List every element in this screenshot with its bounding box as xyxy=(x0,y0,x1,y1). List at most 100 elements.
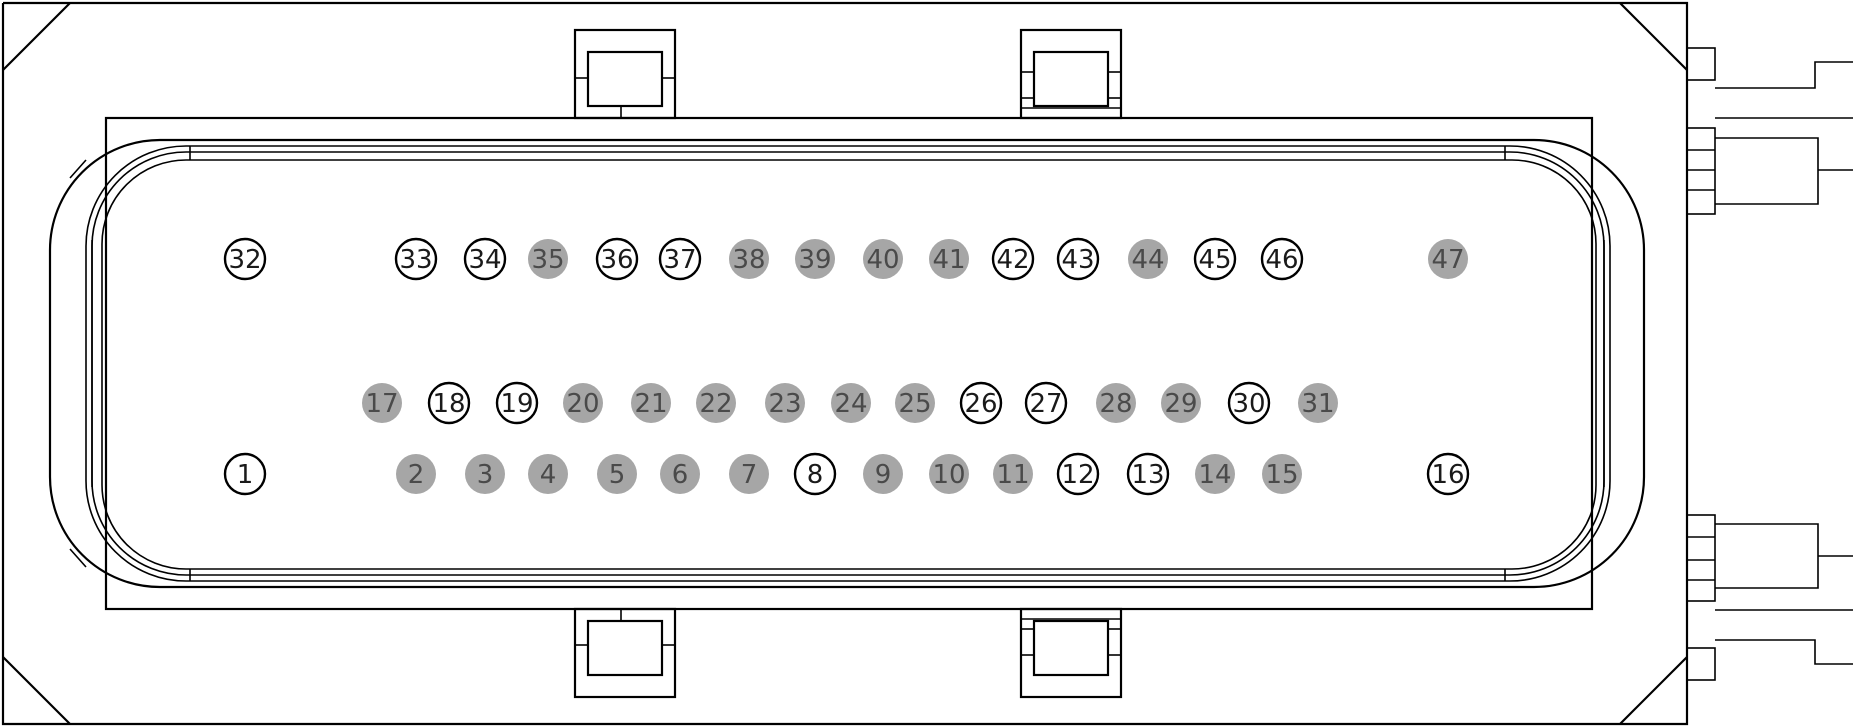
pin-label: 35 xyxy=(531,245,564,275)
pin-marker xyxy=(362,383,402,423)
pin-40: 40 xyxy=(863,239,903,279)
pin-marker xyxy=(396,454,436,494)
pin-label: 24 xyxy=(834,389,867,419)
pin-label: 34 xyxy=(468,245,501,275)
pin-15: 15 xyxy=(1262,454,1302,494)
pin-label: 30 xyxy=(1232,389,1265,419)
pin-marker xyxy=(696,383,736,423)
pin-marker xyxy=(427,381,471,425)
pin-label: 33 xyxy=(399,245,432,275)
pin-43: 43 xyxy=(1056,237,1100,281)
latch-tab-top-right xyxy=(1019,28,1123,120)
pin-47: 47 xyxy=(1428,239,1468,279)
pin-label: 26 xyxy=(964,389,997,419)
pin-marker xyxy=(929,454,969,494)
pin-30: 30 xyxy=(1227,381,1271,425)
pin-label: 7 xyxy=(741,460,758,490)
pin-8: 8 xyxy=(793,452,837,496)
pin-label: 10 xyxy=(932,460,965,490)
pin-marker xyxy=(729,454,769,494)
pin-label: 22 xyxy=(699,389,732,419)
pin-12: 12 xyxy=(1056,452,1100,496)
pin-marker xyxy=(795,239,835,279)
pin-label: 8 xyxy=(807,460,824,490)
pin-label: 14 xyxy=(1198,460,1231,490)
pin-marker xyxy=(658,237,702,281)
pin-marker xyxy=(495,381,539,425)
pin-3: 3 xyxy=(465,454,505,494)
pin-2: 2 xyxy=(396,454,436,494)
pin-marker xyxy=(1195,454,1235,494)
pin-label: 47 xyxy=(1431,245,1464,275)
pin-37: 37 xyxy=(658,237,702,281)
pin-label: 11 xyxy=(996,460,1029,490)
pin-marker xyxy=(729,239,769,279)
pin-4: 4 xyxy=(528,454,568,494)
pin-17: 17 xyxy=(362,383,402,423)
pin-41: 41 xyxy=(929,239,969,279)
pin-marker xyxy=(223,452,267,496)
pin-label: 5 xyxy=(609,460,626,490)
pin-label: 15 xyxy=(1265,460,1298,490)
pin-label: 6 xyxy=(672,460,689,490)
pin-marker xyxy=(1262,454,1302,494)
pin-35: 35 xyxy=(528,239,568,279)
pin-label: 17 xyxy=(365,389,398,419)
pin-marker xyxy=(1128,239,1168,279)
pin-label: 25 xyxy=(898,389,931,419)
pin-marker xyxy=(597,454,637,494)
pin-42: 42 xyxy=(991,237,1035,281)
pin-label: 20 xyxy=(566,389,599,419)
pin-marker xyxy=(563,383,603,423)
pin-label: 38 xyxy=(732,245,765,275)
pin-label: 19 xyxy=(500,389,533,419)
latch-tab-top-left xyxy=(573,28,677,120)
pin-marker xyxy=(1298,383,1338,423)
pin-label: 39 xyxy=(798,245,831,275)
pin-marker xyxy=(528,454,568,494)
pin-16: 16 xyxy=(1426,452,1470,496)
connector-shroud xyxy=(48,116,1646,611)
pin-25: 25 xyxy=(895,383,935,423)
pin-label: 41 xyxy=(932,245,965,275)
pin-marker xyxy=(1227,381,1271,425)
pin-5: 5 xyxy=(597,454,637,494)
pin-22: 22 xyxy=(696,383,736,423)
pin-9: 9 xyxy=(863,454,903,494)
pin-label: 31 xyxy=(1301,389,1334,419)
pin-26: 26 xyxy=(959,381,1003,425)
pin-marker xyxy=(465,454,505,494)
pin-marker xyxy=(394,237,438,281)
pin-28: 28 xyxy=(1096,383,1136,423)
pin-33: 33 xyxy=(394,237,438,281)
pin-marker xyxy=(993,454,1033,494)
pin-label: 16 xyxy=(1431,460,1464,490)
pin-marker xyxy=(831,383,871,423)
pin-21: 21 xyxy=(631,383,671,423)
pin-label: 45 xyxy=(1198,245,1231,275)
pin-label: 46 xyxy=(1265,245,1298,275)
pin-34: 34 xyxy=(463,237,507,281)
pin-marker xyxy=(765,383,805,423)
pin-39: 39 xyxy=(795,239,835,279)
pin-label: 36 xyxy=(600,245,633,275)
pin-10: 10 xyxy=(929,454,969,494)
pin-29: 29 xyxy=(1161,383,1201,423)
pin-marker xyxy=(1426,452,1470,496)
pin-31: 31 xyxy=(1298,383,1338,423)
pin-label: 1 xyxy=(237,460,254,490)
pin-marker xyxy=(863,239,903,279)
pin-marker xyxy=(631,383,671,423)
pin-label: 9 xyxy=(875,460,892,490)
pin-marker xyxy=(223,237,267,281)
pin-13: 13 xyxy=(1126,452,1170,496)
pin-label: 12 xyxy=(1061,460,1094,490)
pin-24: 24 xyxy=(831,383,871,423)
pin-36: 36 xyxy=(595,237,639,281)
pin-6: 6 xyxy=(660,454,700,494)
pin-marker xyxy=(1126,452,1170,496)
pin-27: 27 xyxy=(1024,381,1068,425)
